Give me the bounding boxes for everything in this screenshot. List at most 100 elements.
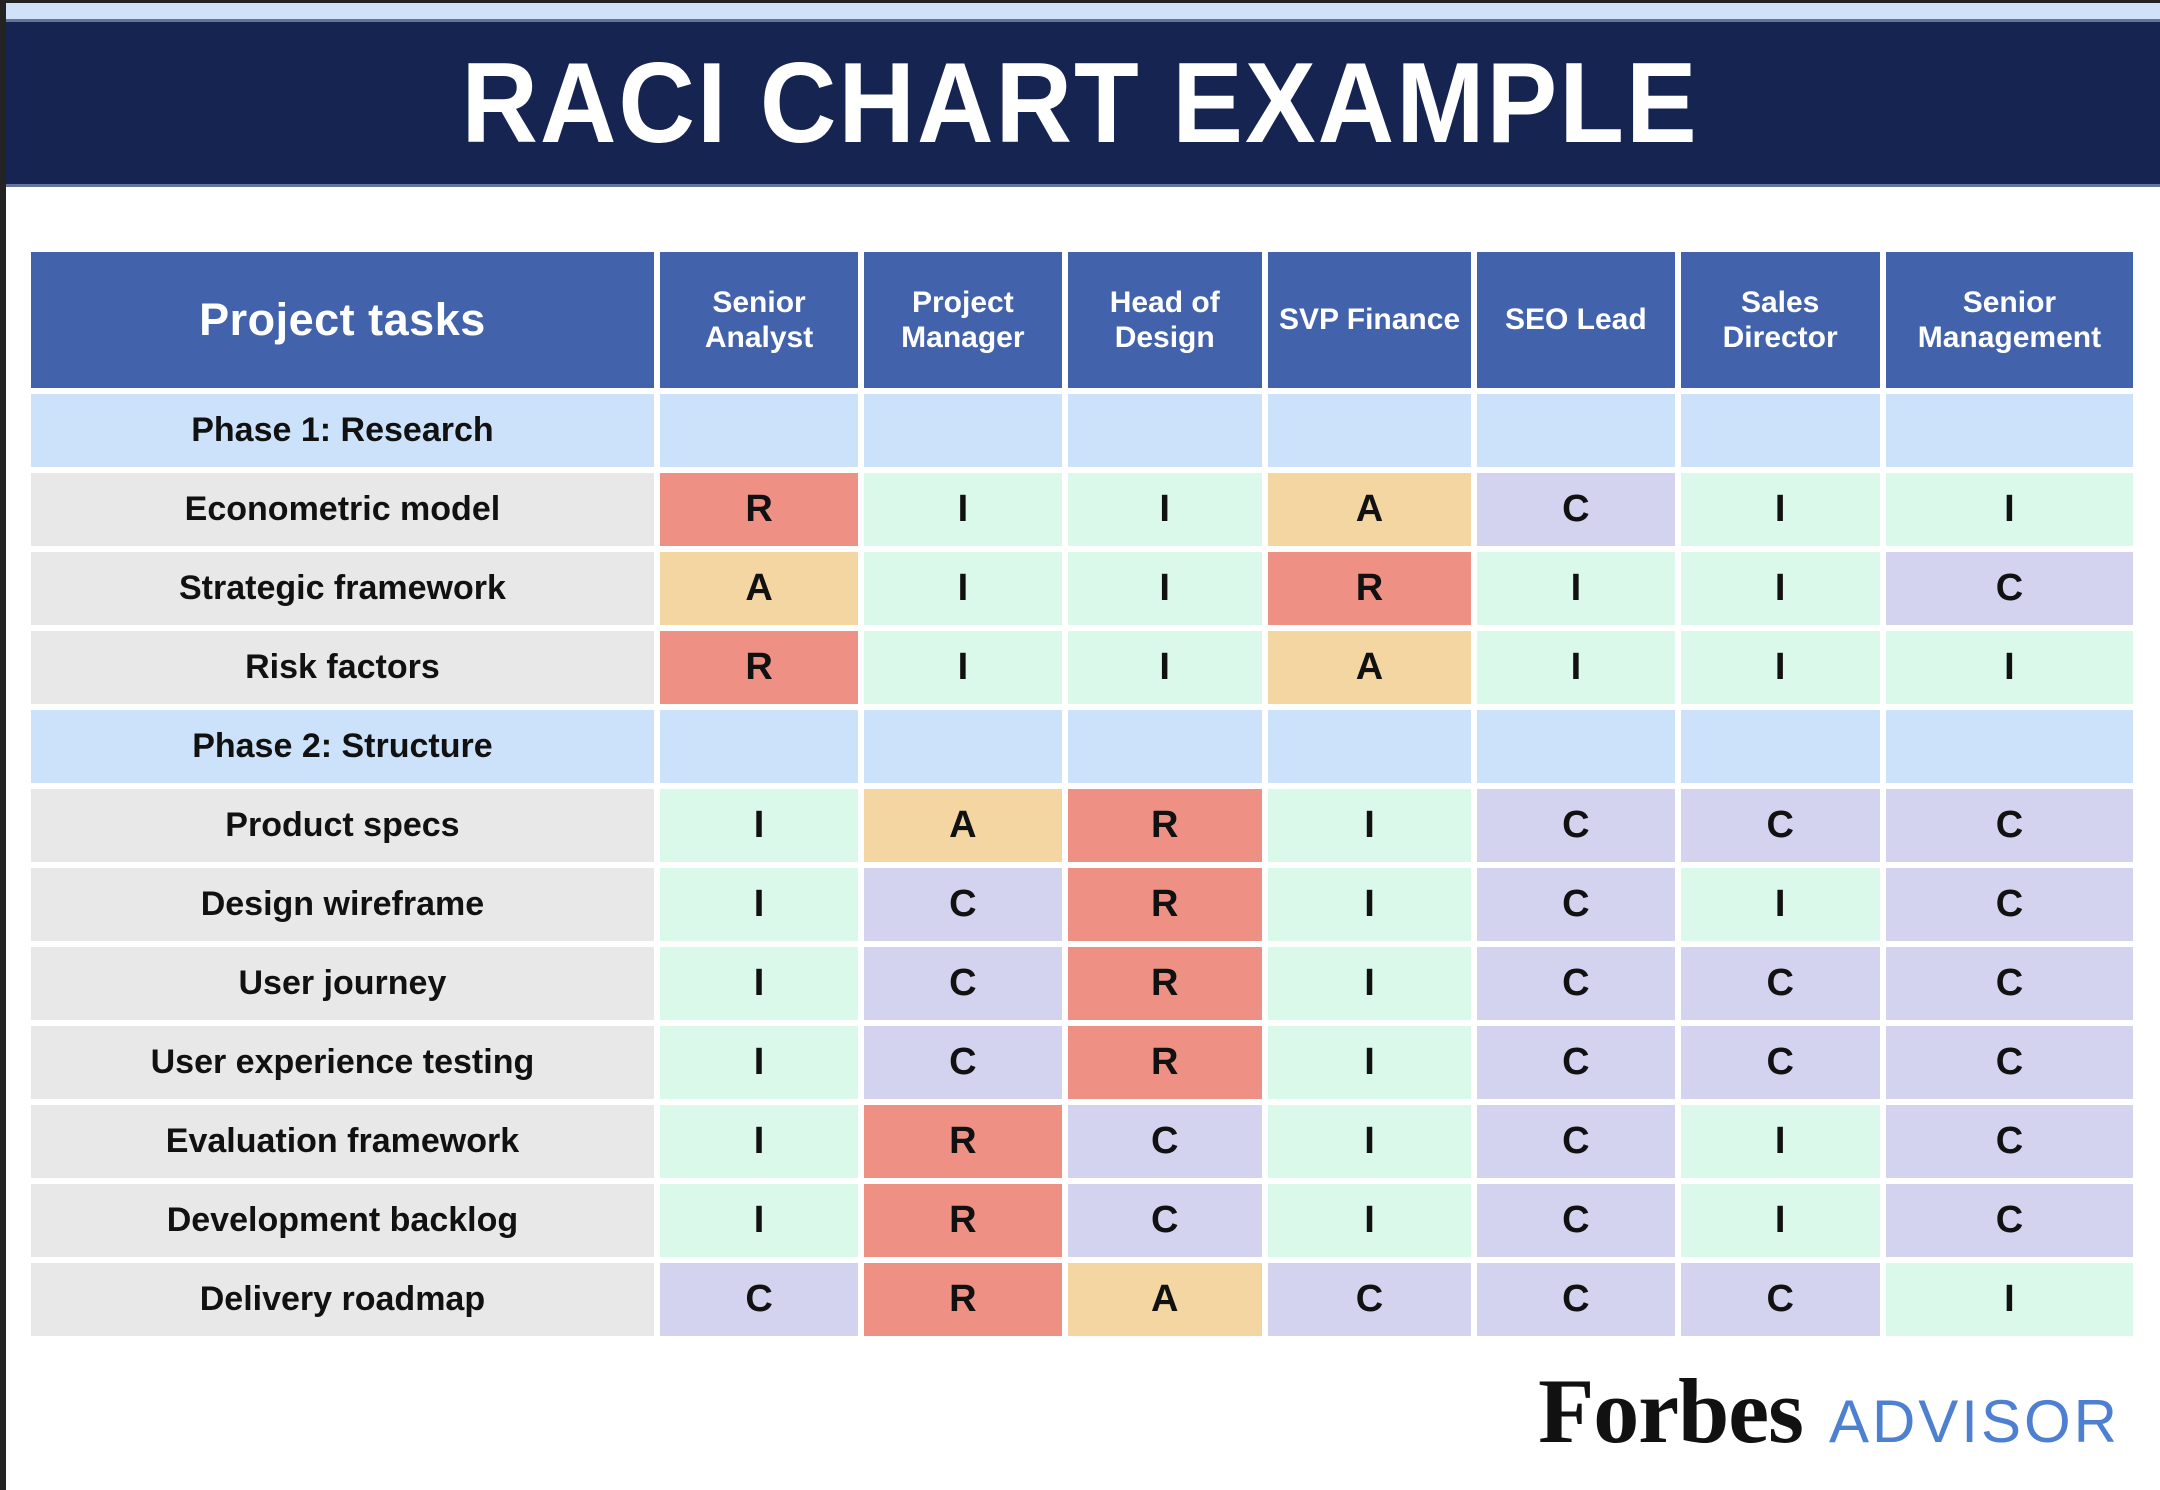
raci-cell-c: C <box>1885 552 2133 625</box>
phase-row-filler-cell <box>1267 710 1472 783</box>
top-strip <box>0 3 2160 19</box>
raci-cell-i: I <box>1885 473 2133 546</box>
raci-cell-a: A <box>1067 1263 1262 1336</box>
raci-cell-c: C <box>1477 473 1675 546</box>
raci-cell-i: I <box>1477 631 1675 704</box>
left-edge-line <box>0 0 6 1490</box>
raci-cell-i: I <box>659 1105 859 1178</box>
raci-cell-i: I <box>1680 868 1880 941</box>
title-banner: RACI CHART EXAMPLE <box>0 19 2160 187</box>
raci-cell-i: I <box>1267 1184 1472 1257</box>
raci-cell-i: I <box>1267 868 1472 941</box>
raci-cell-i: I <box>1267 1026 1472 1099</box>
raci-cell-c: C <box>1267 1263 1472 1336</box>
raci-cell-c: C <box>1477 789 1675 862</box>
raci-cell-i: I <box>1067 631 1262 704</box>
phase-row-filler-cell <box>1885 710 2133 783</box>
raci-cell-c: C <box>659 1263 859 1336</box>
phase-row-label: Phase 2: Structure <box>31 710 654 783</box>
raci-cell-c: C <box>1885 1026 2133 1099</box>
phase-row-filler-cell <box>1885 394 2133 467</box>
raci-cell-c: C <box>1067 1105 1262 1178</box>
raci-cell-c: C <box>864 1026 1062 1099</box>
raci-cell-i: I <box>1267 947 1472 1020</box>
task-name-cell: Design wireframe <box>31 868 654 941</box>
raci-cell-c: C <box>1477 1105 1675 1178</box>
header-cell-role: SVP Finance <box>1267 252 1472 388</box>
task-name-cell: Evaluation framework <box>31 1105 654 1178</box>
raci-cell-c: C <box>1477 1026 1675 1099</box>
header-cell-role: SEO Lead <box>1477 252 1675 388</box>
forbes-wordmark: Forbes <box>1538 1360 1804 1462</box>
phase-row-filler-cell <box>1680 394 1880 467</box>
raci-cell-r: R <box>1267 552 1472 625</box>
task-name-cell: User journey <box>31 947 654 1020</box>
footer-logo: Forbes ADVISOR <box>1538 1358 2120 1464</box>
raci-cell-r: R <box>1067 789 1262 862</box>
raci-cell-i: I <box>1267 789 1472 862</box>
phase-row-filler-cell <box>864 710 1062 783</box>
raci-cell-r: R <box>659 631 859 704</box>
task-name-cell: Development backlog <box>31 1184 654 1257</box>
raci-cell-c: C <box>1885 1105 2133 1178</box>
raci-cell-c: C <box>1477 1184 1675 1257</box>
task-name-cell: User experience testing <box>31 1026 654 1099</box>
raci-cell-c: C <box>1477 1263 1675 1336</box>
task-name-cell: Delivery roadmap <box>31 1263 654 1336</box>
task-name-cell: Strategic framework <box>31 552 654 625</box>
header-cell-project-tasks: Project tasks <box>31 252 654 388</box>
raci-cell-c: C <box>1680 1263 1880 1336</box>
raci-cell-i: I <box>864 552 1062 625</box>
raci-cell-c: C <box>1680 947 1880 1020</box>
raci-cell-a: A <box>659 552 859 625</box>
raci-cell-i: I <box>1067 552 1262 625</box>
raci-cell-a: A <box>1267 473 1472 546</box>
phase-row-filler-cell <box>659 394 859 467</box>
raci-cell-i: I <box>659 789 859 862</box>
phase-row-filler-cell <box>1267 394 1472 467</box>
raci-cell-c: C <box>1885 789 2133 862</box>
phase-row-filler-cell <box>1067 710 1262 783</box>
raci-cell-c: C <box>1680 789 1880 862</box>
raci-cell-c: C <box>1885 947 2133 1020</box>
raci-cell-a: A <box>1267 631 1472 704</box>
top-edge-line <box>0 0 2160 3</box>
raci-cell-i: I <box>659 947 859 1020</box>
raci-cell-i: I <box>1267 1105 1472 1178</box>
phase-row-filler-cell <box>1067 394 1262 467</box>
raci-cell-c: C <box>1477 868 1675 941</box>
raci-cell-a: A <box>864 789 1062 862</box>
raci-cell-i: I <box>1067 473 1262 546</box>
raci-cell-i: I <box>659 1184 859 1257</box>
raci-cell-i: I <box>1885 1263 2133 1336</box>
raci-cell-i: I <box>659 1026 859 1099</box>
raci-cell-r: R <box>1067 947 1262 1020</box>
raci-cell-c: C <box>1680 1026 1880 1099</box>
task-name-cell: Product specs <box>31 789 654 862</box>
raci-cell-c: C <box>1067 1184 1262 1257</box>
raci-cell-c: C <box>864 947 1062 1020</box>
phase-row-filler-cell <box>1477 394 1675 467</box>
header-cell-role: Senior Management <box>1885 252 2133 388</box>
raci-cell-r: R <box>1067 868 1262 941</box>
raci-cell-r: R <box>1067 1026 1262 1099</box>
raci-cell-i: I <box>1885 631 2133 704</box>
phase-row-filler-cell <box>659 710 859 783</box>
raci-cell-i: I <box>659 868 859 941</box>
task-name-cell: Risk factors <box>31 631 654 704</box>
phase-row-filler-cell <box>864 394 1062 467</box>
raci-cell-i: I <box>1477 552 1675 625</box>
phase-row-label: Phase 1: Research <box>31 394 654 467</box>
raci-cell-i: I <box>1680 552 1880 625</box>
raci-cell-i: I <box>1680 1184 1880 1257</box>
raci-cell-c: C <box>1885 1184 2133 1257</box>
phase-row-filler-cell <box>1680 710 1880 783</box>
raci-cell-c: C <box>1477 947 1675 1020</box>
header-cell-role: Project Manager <box>864 252 1062 388</box>
header-cell-role: Senior Analyst <box>659 252 859 388</box>
raci-cell-r: R <box>864 1184 1062 1257</box>
page-title: RACI CHART EXAMPLE <box>461 38 1699 167</box>
task-name-cell: Econometric model <box>31 473 654 546</box>
